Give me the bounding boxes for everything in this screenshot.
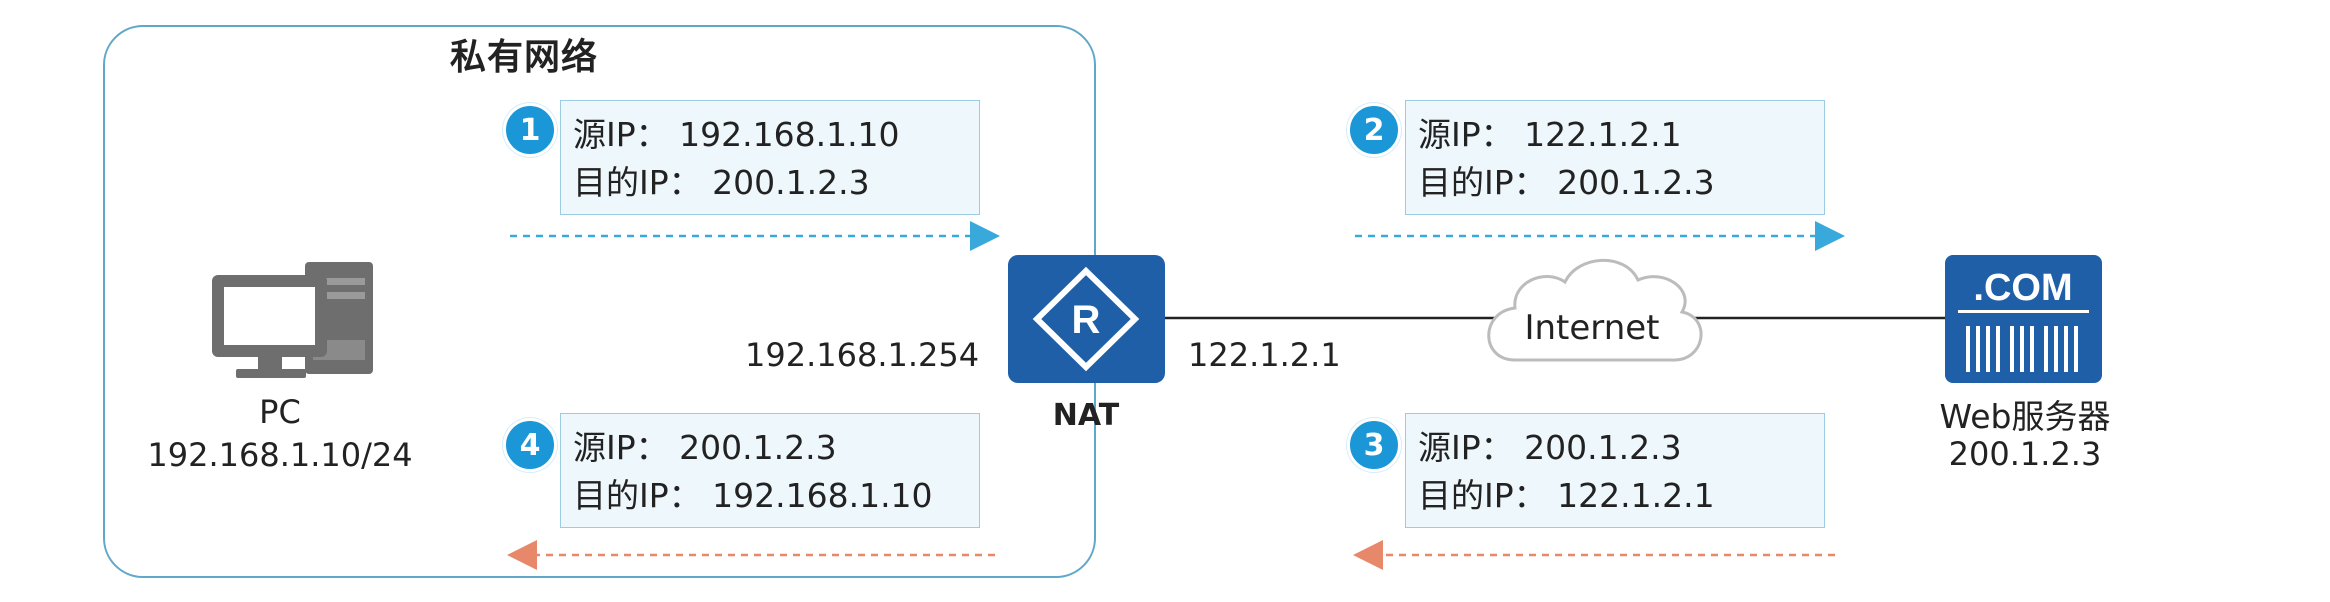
nat-outside-ip: 122.1.2.1	[1188, 336, 1341, 374]
packet-dst-ip: 目的IP： 200.1.2.3	[1418, 163, 1715, 202]
packet-src-ip: 源IP： 192.168.1.10	[573, 115, 900, 154]
packet-dst-ip: 目的IP： 200.1.2.3	[573, 163, 870, 202]
step-badge-3: 3	[1347, 418, 1401, 472]
packet-info-step-4: 源IP： 200.1.2.3 目的IP： 192.168.1.10	[560, 413, 980, 528]
step-badge-1: 1	[503, 103, 557, 157]
server-com-label: .COM	[1973, 267, 2072, 309]
packet-src-ip: 源IP： 200.1.2.3	[573, 428, 837, 467]
packet-src-ip: 源IP： 122.1.2.1	[1418, 115, 1682, 154]
private-network-title: 私有网络	[450, 37, 599, 78]
server-name: Web服务器	[1939, 397, 2111, 436]
packet-dst-ip: 目的IP： 192.168.1.10	[573, 476, 933, 515]
packet-info-step-3: 源IP： 200.1.2.3 目的IP： 122.1.2.1	[1405, 413, 1825, 528]
packet-dst-ip: 目的IP： 122.1.2.1	[1418, 476, 1715, 515]
web-server-icon: .COM	[1945, 255, 2102, 383]
pc-ip: 192.168.1.10/24	[147, 436, 413, 474]
server-ip: 200.1.2.3	[1948, 435, 2102, 473]
nat-label: NAT	[1052, 398, 1120, 433]
internet-label: Internet	[1524, 308, 1660, 348]
internet-cloud-icon	[1487, 258, 1703, 362]
pc-name: PC	[259, 393, 301, 431]
nat-inside-ip: 192.168.1.254	[745, 336, 980, 374]
packet-src-ip: 源IP： 200.1.2.3	[1418, 428, 1682, 467]
step-badge-4: 4	[503, 418, 557, 472]
router-icon: R	[1008, 255, 1165, 383]
pc-icon	[212, 262, 373, 378]
step-badge-2: 2	[1347, 103, 1401, 157]
packet-info-step-2: 源IP： 122.1.2.1 目的IP： 200.1.2.3	[1405, 100, 1825, 215]
router-letter: R	[1072, 298, 1101, 342]
packet-info-step-1: 源IP： 192.168.1.10 目的IP： 200.1.2.3	[560, 100, 980, 215]
